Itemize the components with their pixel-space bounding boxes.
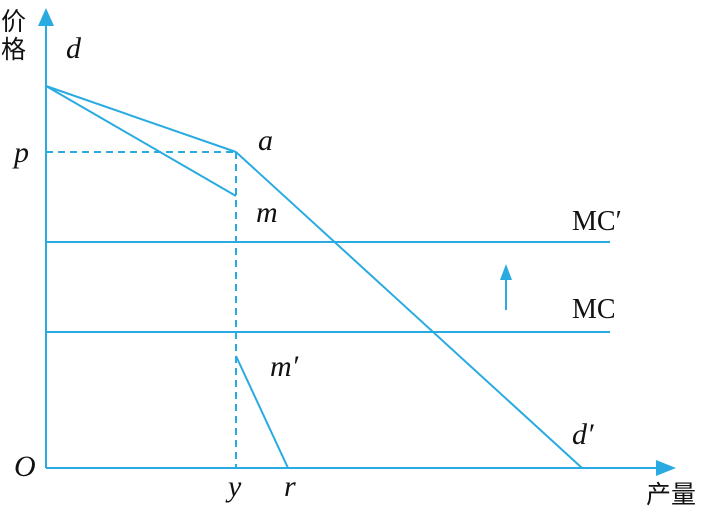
x-axis-label: 产量 <box>646 480 696 509</box>
label-y: y <box>225 470 242 503</box>
label-m: m <box>256 196 278 229</box>
y-axis-label-char: 价 <box>1 7 26 36</box>
label-d: d <box>66 32 82 65</box>
label-m-prime: m′ <box>270 350 299 383</box>
marginal-revenue-lower <box>235 355 289 469</box>
label-p: p <box>12 136 29 169</box>
label-a: a <box>258 124 273 157</box>
demand-upper-segment <box>45 85 237 153</box>
marginal-revenue-upper <box>45 85 237 197</box>
label-mc-prime: MC′ <box>572 206 622 237</box>
mc-shift-arrow-head <box>500 264 512 280</box>
label-mc: MC <box>572 294 616 325</box>
origin-label: O <box>14 450 36 483</box>
y-axis-label-char1: 价格 <box>1 7 26 64</box>
y-axis-arrowhead <box>38 8 54 26</box>
y-axis-label-char: 格 <box>1 35 26 64</box>
demand-lower-segment <box>235 151 583 469</box>
label-d-prime: d′ <box>572 418 594 451</box>
x-axis-arrowhead <box>656 460 676 476</box>
label-r: r <box>284 470 296 503</box>
